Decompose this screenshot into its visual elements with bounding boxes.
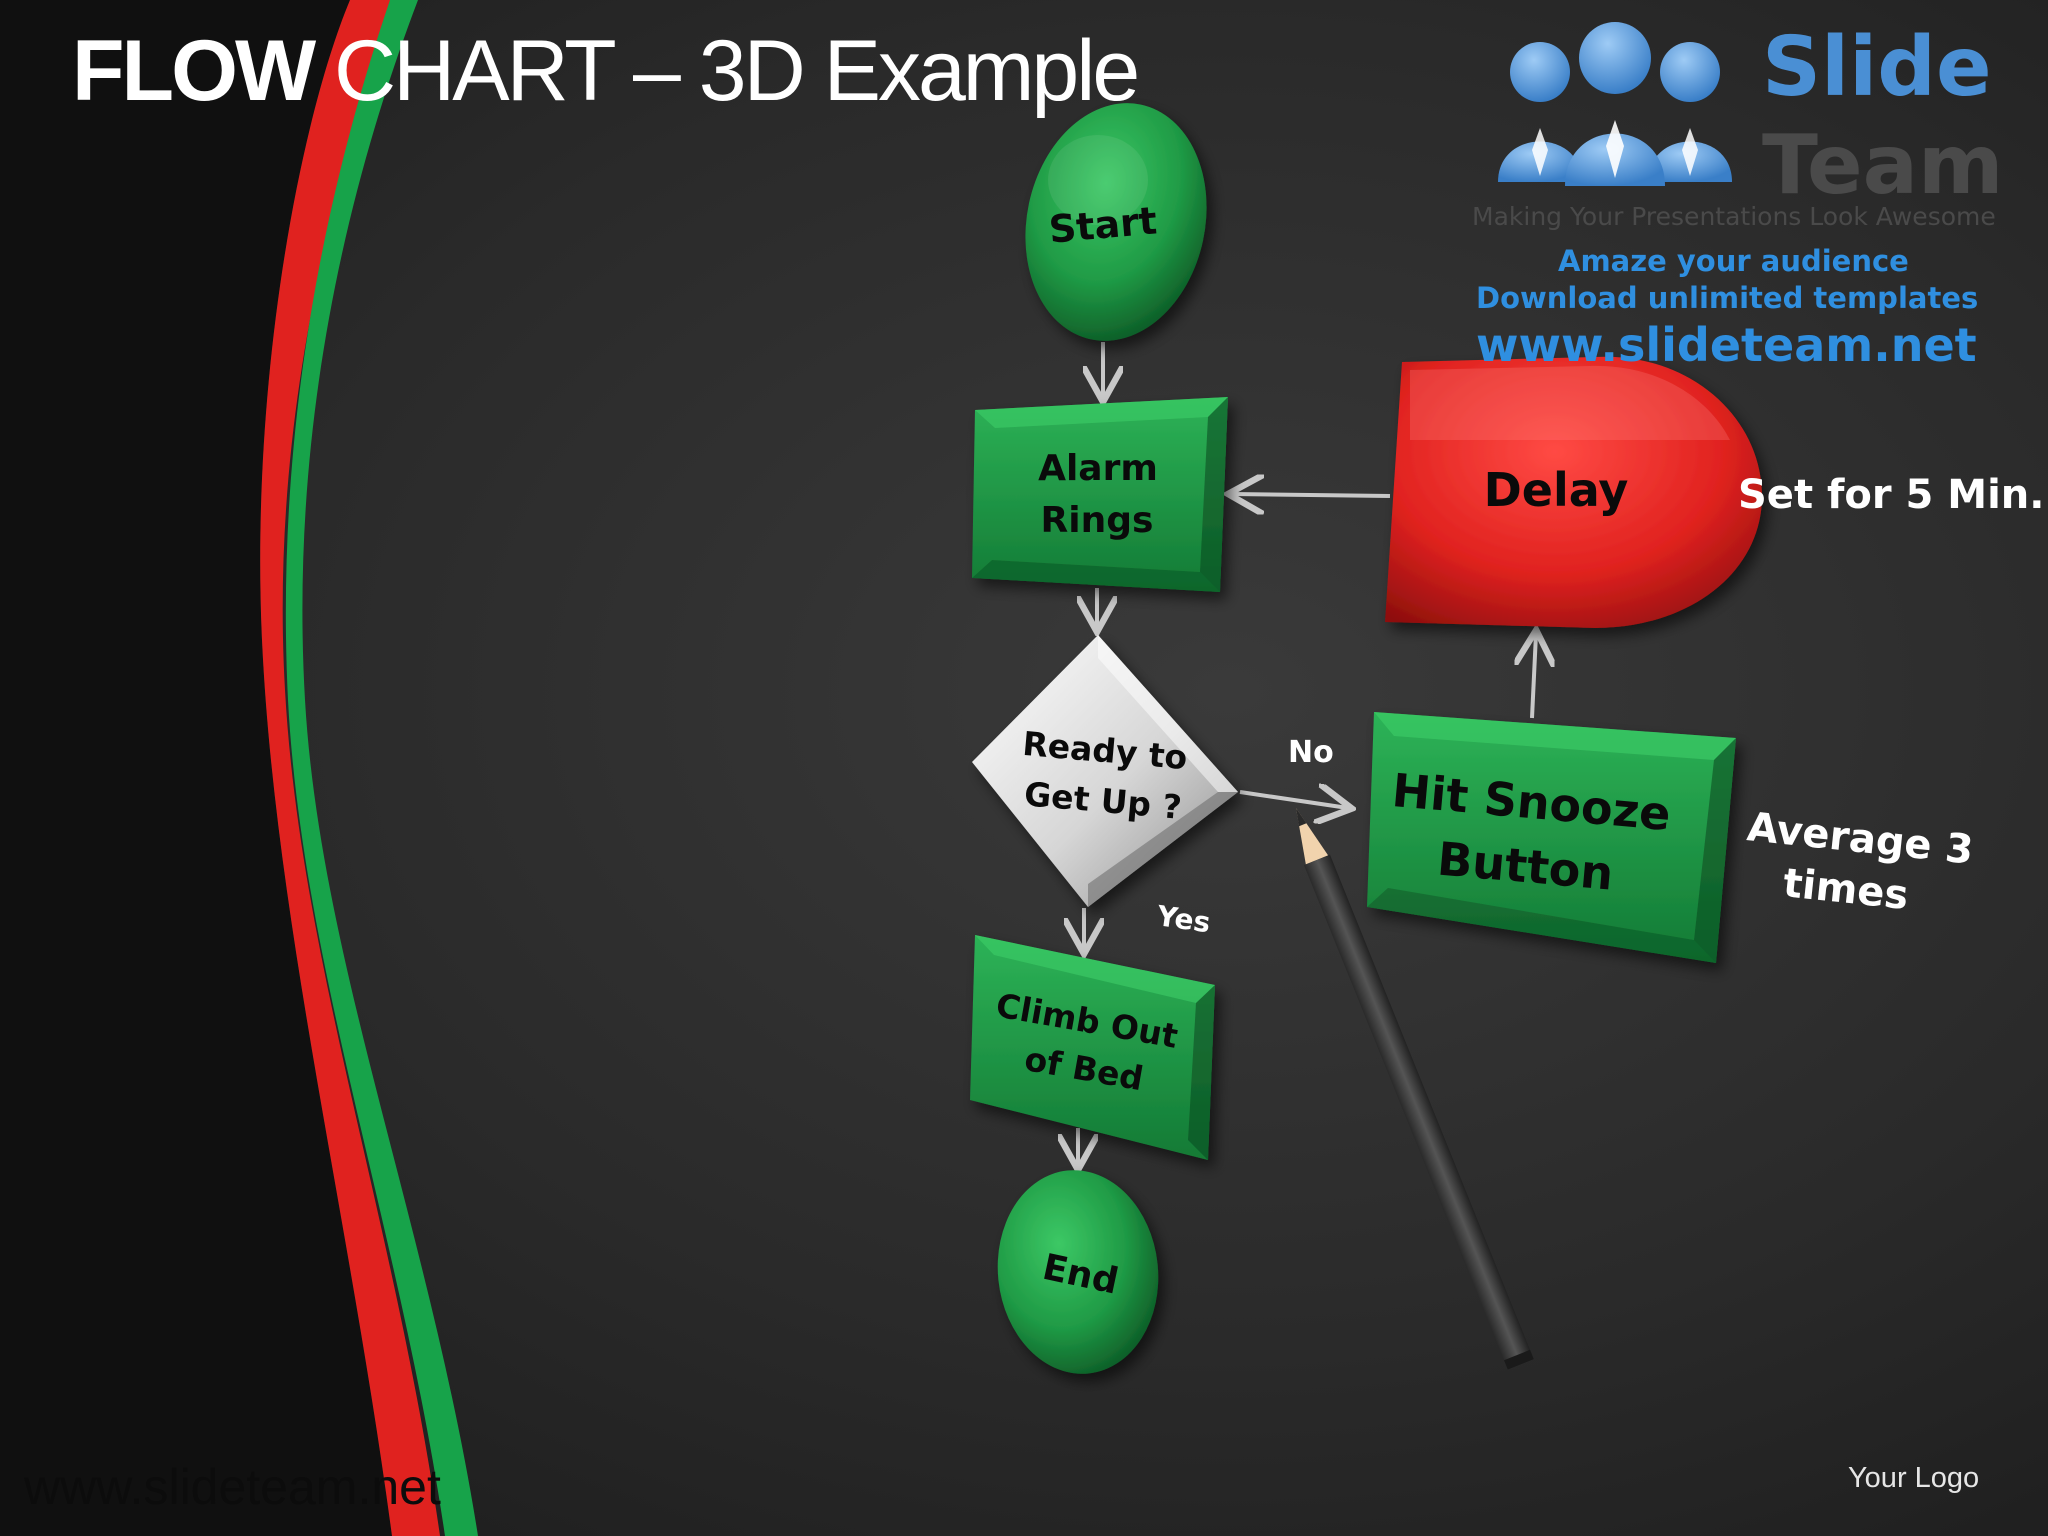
left-panel (0, 0, 392, 1536)
end-node (997, 1170, 1159, 1374)
alarm-rings-label-2: Rings (1041, 500, 1154, 541)
alarm-rings-node (972, 397, 1228, 592)
title-bold: FLOW (72, 23, 316, 119)
pencil-icon (1296, 808, 1534, 1370)
snooze-note-1: Average 3 (1745, 804, 1976, 873)
red-swoosh (260, 0, 440, 1536)
delay-note: Set for 5 Min. (1738, 472, 2044, 518)
start-label: Start (1047, 198, 1159, 251)
hit-snooze-node (1367, 712, 1736, 963)
delay-node (1385, 356, 1762, 628)
brand-promo-line-1: Amaze your audience (1558, 244, 1909, 278)
brand-name-slide: Slide (1762, 20, 1992, 115)
page-title: FLOW CHART – 3D Example (72, 22, 1140, 121)
footer-url[interactable]: www.slideteam.net (24, 1459, 441, 1515)
connectors (1078, 342, 1536, 1166)
snooze-note-2: times (1781, 860, 1911, 919)
brand-tagline: Making Your Presentations Look Awesome (1472, 202, 1996, 231)
edge-delay-to-alarm (1232, 494, 1391, 496)
title-rest: CHART – 3D Example (313, 23, 1140, 119)
brand-url[interactable]: www.slideteam.net (1476, 318, 1977, 372)
decision-node (972, 635, 1238, 907)
edge-label-yes: Yes (1154, 899, 1212, 939)
brand-name-team: Team (1762, 118, 2004, 213)
slideteam-logo-icon (1498, 22, 1732, 186)
climb-out-node (970, 935, 1215, 1160)
edge-decision-to-snooze (1239, 792, 1348, 808)
alarm-rings-label-1: Alarm (1038, 448, 1158, 489)
your-logo-placeholder: Your Logo (1848, 1462, 1980, 1494)
start-node (1025, 103, 1207, 341)
delay-label: Delay (1484, 463, 1629, 517)
edge-label-no: No (1288, 735, 1334, 770)
brand-promo-line-2: Download unlimited templates (1476, 281, 1979, 315)
edge-snooze-to-delay (1532, 634, 1536, 719)
